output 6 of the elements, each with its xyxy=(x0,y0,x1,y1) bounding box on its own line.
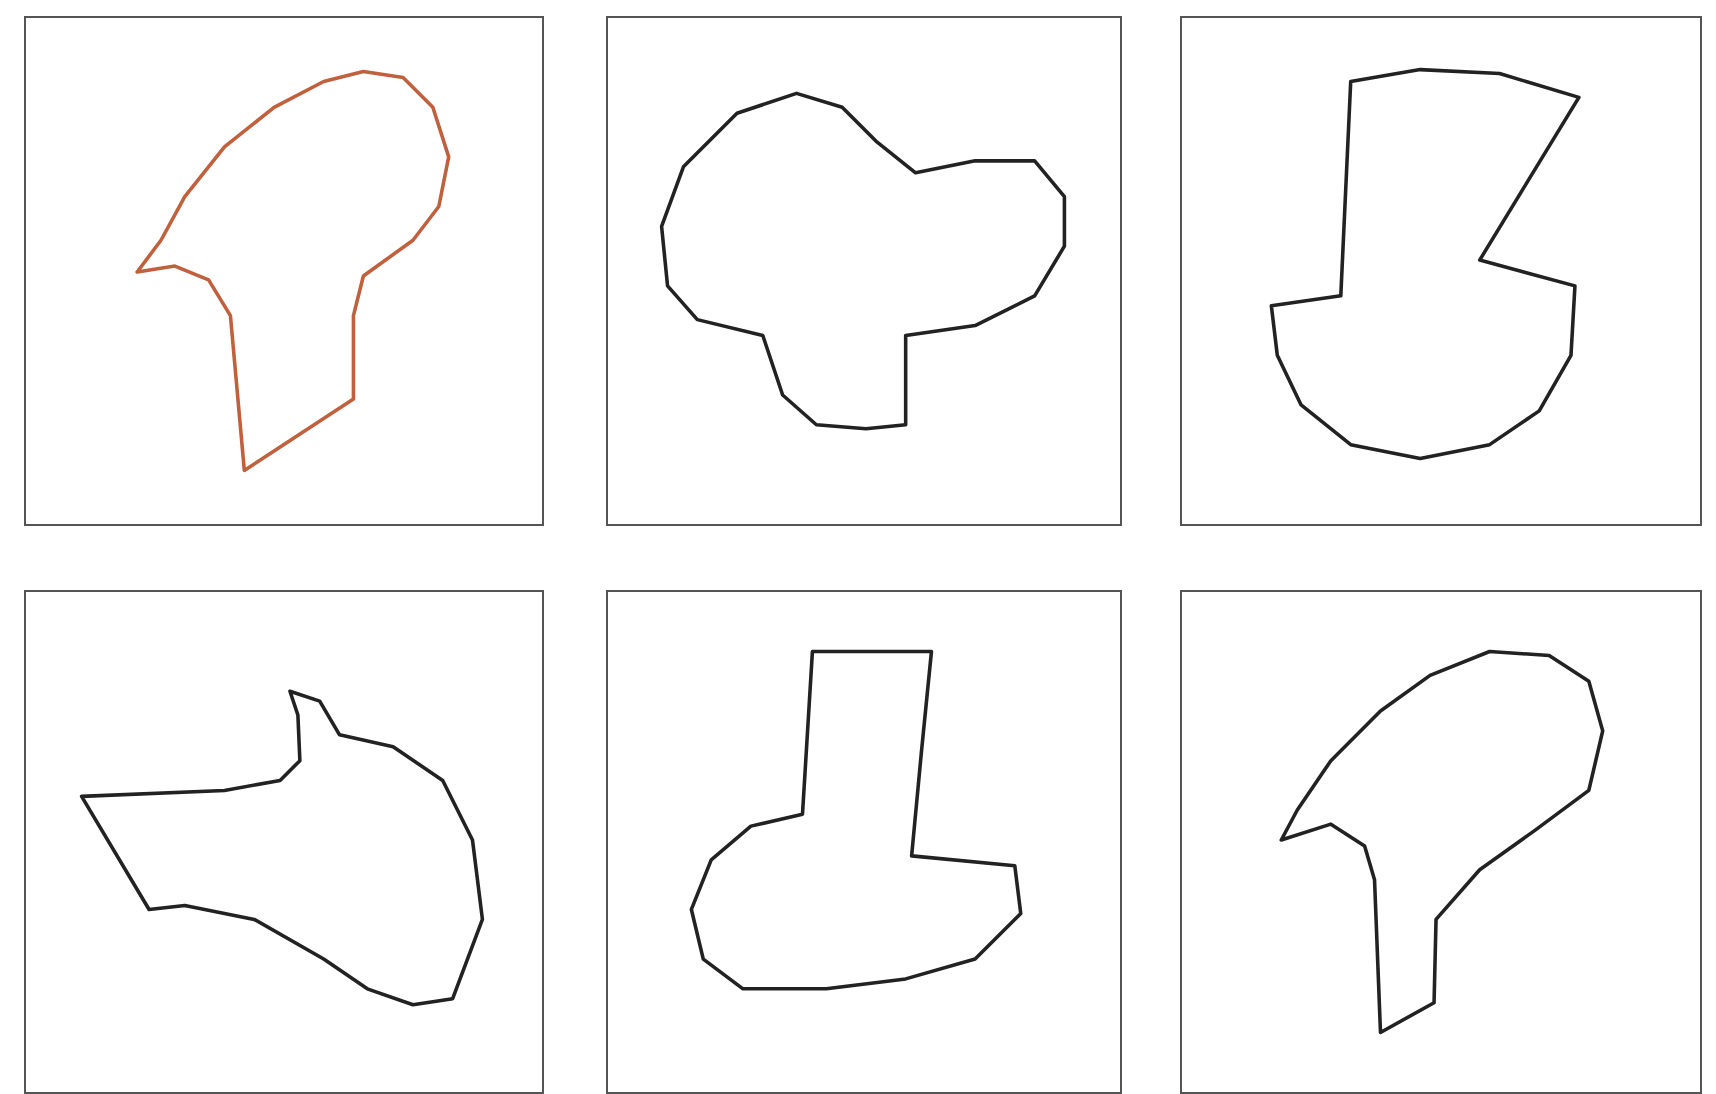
panel-frame xyxy=(24,590,544,1094)
panel-frame xyxy=(24,16,544,526)
panel-frame xyxy=(1180,590,1702,1094)
panel-frame xyxy=(1180,16,1702,526)
panel-frame xyxy=(606,590,1122,1094)
panel-frame xyxy=(606,16,1122,526)
